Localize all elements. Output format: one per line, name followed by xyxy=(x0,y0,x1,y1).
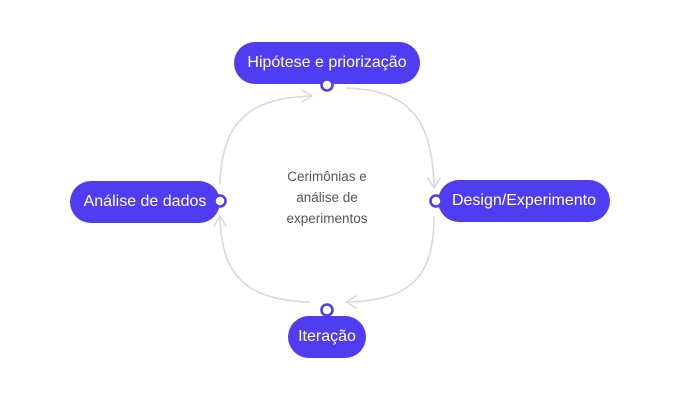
node-analysis: Análise de dados xyxy=(70,181,220,223)
arrow-hypothesis-to-design xyxy=(345,87,435,187)
arrowhead-into-analysis xyxy=(213,215,227,227)
port-design xyxy=(429,194,443,208)
arrow-analysis-to-hypothesis xyxy=(219,95,313,185)
node-hypothesis-label: Hipótese e priorização xyxy=(247,54,407,71)
node-analysis-label: Análise de dados xyxy=(83,193,207,210)
arrow-iteration-to-analysis xyxy=(219,217,311,303)
node-iteration: Iteração xyxy=(288,316,366,358)
arrowhead-into-design xyxy=(427,177,441,189)
node-design-label: Design/Experimento xyxy=(451,192,597,209)
arrowhead-into-hypothesis xyxy=(301,89,313,103)
port-iteration xyxy=(320,303,334,317)
center-caption-line-3: experimentos xyxy=(286,211,368,226)
node-iteration-label: Iteração xyxy=(298,328,356,345)
arrowhead-into-iteration xyxy=(345,295,357,309)
center-caption-line-2: análise de xyxy=(296,190,358,205)
port-analysis xyxy=(213,194,227,208)
center-caption: Cerimônias e análise de experimentos xyxy=(257,166,397,229)
port-hypothesis xyxy=(320,78,334,92)
node-design: Design/Experimento xyxy=(438,180,610,222)
arrow-design-to-iteration xyxy=(347,215,435,303)
node-hypothesis: Hipótese e priorização xyxy=(234,42,420,84)
center-caption-line-1: Cerimônias e xyxy=(287,169,367,184)
